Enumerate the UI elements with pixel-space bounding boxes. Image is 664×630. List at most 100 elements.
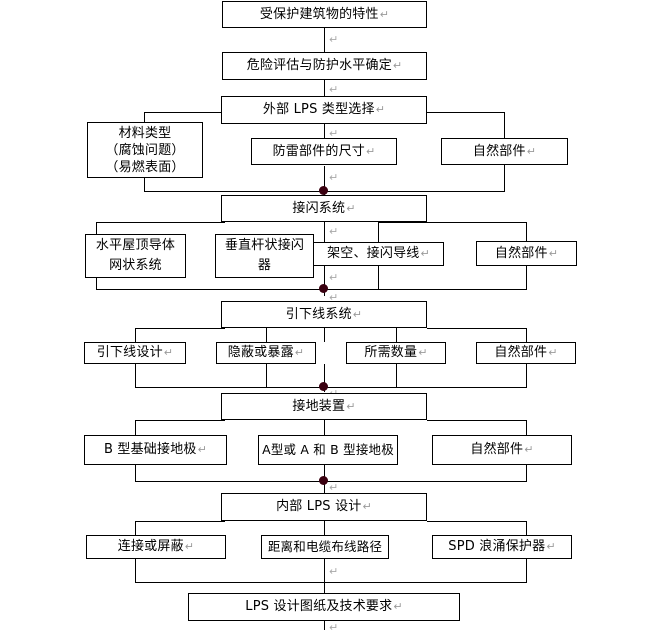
node-lps-drawings-and-specs[interactable]: LPS 设计图纸及技术要求↵ — [188, 593, 460, 621]
branch-earth-right-return — [324, 481, 527, 482]
branch-down-left-return — [135, 387, 325, 388]
pilcrow-icon: ↵ — [392, 59, 403, 72]
node-internal-lps-design[interactable]: 内部 LPS 设计↵ — [221, 493, 427, 521]
node-component-dimensions-label: 防雷部件的尺寸 — [272, 143, 365, 159]
node-required-quantity-label: 所需数量 — [364, 345, 418, 360]
pilcrow-mark-1: ↵ — [329, 33, 339, 46]
node-risk-assessment[interactable]: 危险评估与防护水平确定↵ — [222, 52, 427, 80]
pilcrow-mark-2: ↵ — [329, 83, 339, 96]
node-type-b-foundation-electrode[interactable]: B 型基础接地极↵ — [84, 435, 227, 465]
connector-down-to-children — [324, 328, 325, 342]
node-concealed-or-exposed-label: 隐蔽或暴露 — [227, 345, 294, 360]
node-component-dimensions[interactable]: 防雷部件的尺寸↵ — [251, 138, 397, 165]
node-natural-components-2[interactable]: 自然部件↵ — [476, 241, 577, 266]
pilcrow-icon: ↵ — [346, 399, 356, 413]
node-natural-components-4[interactable]: 自然部件↵ — [432, 435, 572, 465]
pilcrow-mark-3: ↵ — [329, 127, 339, 140]
pilcrow-mark-11: ↵ — [329, 565, 339, 578]
node-bonding-or-shielding[interactable]: 连接或屏蔽↵ — [86, 535, 226, 559]
node-type-a-or-ab-electrode[interactable]: A型或 A 和 B 型接地极 — [258, 435, 398, 465]
node-required-quantity[interactable]: 所需数量↵ — [346, 342, 446, 364]
node-down-conductor-system[interactable]: 引下线系统↵ — [221, 301, 427, 328]
node-spd-surge-protector-label: SPD 浪涌保护器 — [448, 539, 546, 554]
node-type-b-foundation-electrode-label: B 型基础接地极 — [103, 442, 197, 457]
branch-earth-right-top — [427, 420, 526, 421]
pilcrow-mark-8: ↵ — [329, 291, 339, 304]
node-air-termination-system-label: 接闪系统 — [292, 200, 346, 216]
pilcrow-icon: ↵ — [393, 600, 403, 613]
pilcrow-icon: ↵ — [362, 500, 372, 513]
node-bonding-or-shielding-label: 连接或屏蔽 — [117, 539, 184, 554]
node-material-type-label: 材料类型 （腐蚀问题） （易燃表面） — [105, 125, 185, 175]
pilcrow-icon: ↵ — [546, 540, 556, 553]
connector-internal-bus-to-final — [324, 559, 325, 593]
pilcrow-icon: ↵ — [420, 247, 430, 260]
junction-dot-air-termination — [319, 186, 328, 195]
connector-risk-to-external — [324, 80, 325, 96]
pilcrow-icon: ↵ — [418, 346, 428, 359]
connector-air-bus-to-down — [324, 264, 325, 296]
pilcrow-icon: ↵ — [548, 246, 559, 260]
branch-internal-right-return — [324, 582, 527, 583]
node-natural-components-3[interactable]: 自然部件↵ — [476, 342, 576, 364]
branch-internal-left-return — [135, 582, 325, 583]
pilcrow-icon: ↵ — [365, 144, 376, 158]
junction-dot-internal-lps — [319, 476, 328, 485]
branch-air-overhead-down — [378, 222, 379, 242]
pilcrow-icon: ↵ — [163, 346, 174, 359]
pilcrow-icon: ↵ — [379, 7, 390, 21]
node-natural-components-3-label: 自然部件 — [494, 345, 548, 360]
connector-final-tail — [324, 621, 325, 630]
branch-external-right-return — [324, 191, 505, 192]
node-down-conductor-design[interactable]: 引下线设计↵ — [84, 342, 186, 364]
pilcrow-icon: ↵ — [524, 443, 534, 456]
node-earthing-device[interactable]: 接地装置↵ — [221, 393, 427, 420]
node-spd-surge-protector[interactable]: SPD 浪涌保护器↵ — [432, 535, 572, 559]
connector-air-to-vertical — [324, 222, 325, 244]
node-type-a-or-ab-electrode-label: A型或 A 和 B 型接地极 — [262, 442, 394, 457]
branch-earth-left-top — [135, 420, 225, 421]
pilcrow-mark-5: ↵ — [329, 225, 339, 238]
pilcrow-icon: ↵ — [375, 103, 386, 116]
node-overhead-conductor-label: 架空、接闪导线 — [327, 246, 420, 261]
node-characteristics[interactable]: 受保护建筑物的特性↵ — [222, 1, 427, 28]
branch-down-concealed-return — [266, 364, 267, 388]
node-characteristics-label: 受保护建筑物的特性 — [259, 6, 379, 22]
junction-dot-earthing — [319, 382, 328, 391]
pilcrow-mark-4: ↵ — [329, 171, 339, 184]
node-vertical-rod[interactable]: 垂直杆状接闪 器 — [215, 234, 314, 278]
node-distance-and-cable-routing[interactable]: 距离和电缆布线路径 — [261, 535, 389, 559]
pilcrow-icon: ↵ — [197, 443, 208, 456]
node-lps-drawings-and-specs-label: LPS 设计图纸及技术要求 — [245, 599, 393, 614]
pilcrow-icon: ↵ — [352, 307, 363, 321]
node-horizontal-roof-mesh[interactable]: 水平屋顶导体 网状系统 — [85, 234, 186, 278]
node-risk-assessment-label: 危险评估与防护水平确定 — [246, 58, 392, 73]
branch-air-left-return — [96, 289, 325, 290]
node-down-conductor-design-label: 引下线设计 — [96, 345, 163, 360]
branch-air-left-top — [96, 222, 225, 223]
pilcrow-mark-10: ↵ — [329, 481, 339, 494]
node-external-lps-type-label: 外部 LPS 类型选择 — [262, 102, 375, 117]
pilcrow-icon: ↵ — [548, 346, 558, 359]
branch-down-quantity-down — [396, 328, 397, 342]
connector-characteristics-to-risk — [324, 28, 325, 52]
pilcrow-icon: ↵ — [526, 144, 537, 158]
node-vertical-rod-label: 垂直杆状接闪 器 — [224, 238, 305, 273]
pilcrow-mark-7: ↵ — [329, 271, 339, 284]
node-concealed-or-exposed[interactable]: 隐蔽或暴露↵ — [216, 342, 316, 364]
node-material-type[interactable]: 材料类型 （腐蚀问题） （易燃表面） — [87, 122, 203, 178]
node-external-lps-type[interactable]: 外部 LPS 类型选择↵ — [221, 96, 427, 124]
branch-down-right-top — [427, 328, 526, 329]
branch-earth-left-return — [135, 481, 325, 482]
node-natural-components-1[interactable]: 自然部件↵ — [441, 138, 568, 165]
branch-air-rightmid-top — [378, 222, 526, 223]
connector-dimensions-to-air — [324, 166, 325, 196]
branch-external-left-return — [144, 191, 325, 192]
node-air-termination-system[interactable]: 接闪系统↵ — [221, 195, 427, 222]
branch-down-quantity-return — [396, 364, 397, 388]
branch-external-right-top — [427, 112, 505, 113]
node-internal-lps-design-label: 内部 LPS 设计 — [276, 499, 362, 514]
node-overhead-conductor[interactable]: 架空、接闪导线↵ — [313, 242, 444, 266]
branch-air-overhead-return-down — [378, 264, 379, 290]
